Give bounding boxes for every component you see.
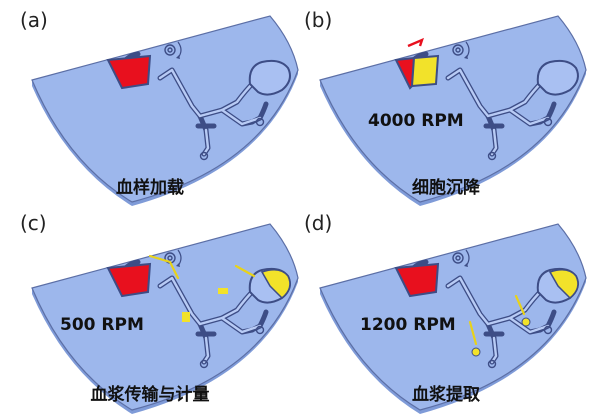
rpm-d: 1200 RPM [360, 315, 456, 335]
rpm-b: 4000 RPM [368, 111, 464, 131]
plasma-bulb-d [548, 269, 579, 300]
panel-d: (d) 1200 RPM [304, 211, 587, 415]
caption-a: 血样加载 [116, 177, 184, 198]
panel-tag-a: (a) [20, 8, 48, 32]
panel-b: (b) 4000 RPM [304, 8, 587, 207]
panel-a: (a) [20, 8, 299, 207]
extracted-plasma-2-d [521, 317, 531, 327]
blood-chamber-a [106, 54, 152, 90]
blood-chamber-d [394, 262, 440, 298]
panel-c: (c) 500 RPM [20, 211, 299, 415]
rpm-c: 500 RPM [60, 315, 144, 335]
flow-arrow-b [407, 37, 424, 48]
plasma-layer-b [410, 54, 440, 88]
panel-tag-b: (b) [304, 8, 332, 32]
panel-tag-c: (c) [20, 211, 47, 235]
flow-arrow-2-c [234, 264, 256, 278]
flow-arrow-2-d [514, 294, 526, 316]
caption-d: 血浆提取 [412, 384, 480, 405]
caption-c: 血浆传输与计量 [91, 384, 210, 405]
metered-plasma-1-c [182, 312, 190, 322]
panel-tag-d: (d) [304, 211, 332, 235]
metered-plasma-2-c [218, 288, 228, 294]
extracted-plasma-1-d [471, 347, 481, 357]
plasma-bulb-c [260, 269, 291, 300]
caption-b: 细胞沉降 [412, 177, 481, 198]
blood-chamber-c [106, 262, 152, 298]
flow-arrow-1-d [468, 320, 478, 346]
flow-arrow-1-c [148, 254, 180, 280]
